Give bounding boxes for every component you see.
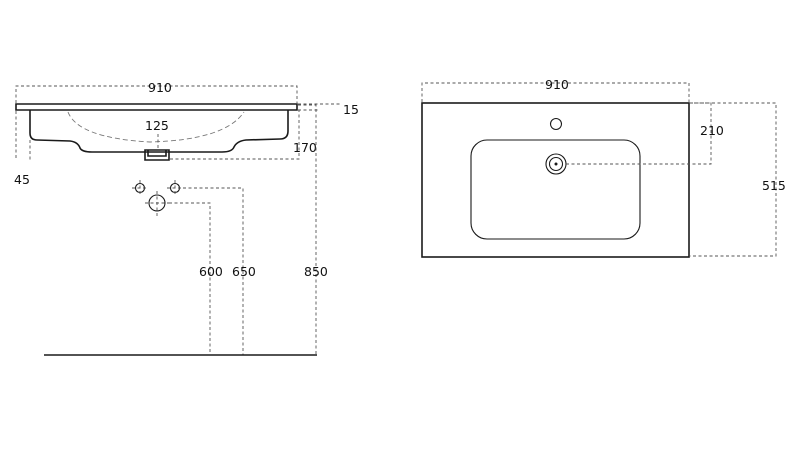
waste-height-dimension-line — [169, 202, 211, 355]
side-width-dimension-line — [15, 85, 298, 103]
waste-height-label: 600 — [199, 264, 223, 279]
basin-top-slab — [15, 103, 298, 111]
front-lip-dimension-line — [15, 111, 31, 160]
basin-top-outline — [421, 102, 690, 258]
supply-valve-right — [167, 180, 183, 196]
bowl-depth-label: 125 — [145, 118, 169, 133]
side-view: 910 15 125 170 45 — [14, 80, 359, 356]
inner-bowl-line — [67, 111, 245, 143]
top-depth-dimension-line — [690, 102, 777, 257]
supply-height-dimension-line — [183, 187, 244, 355]
top-depth-label: 515 — [762, 178, 786, 193]
waste-outlet — [145, 191, 169, 218]
body-depth-label: 170 — [293, 140, 317, 155]
bowl-outline — [470, 139, 641, 240]
supply-height-label: 650 — [232, 264, 256, 279]
tap-offset-dimension-line — [566, 102, 712, 165]
tap-hole — [549, 117, 563, 131]
total-height-label: 850 — [304, 264, 328, 279]
tap-offset-label: 210 — [700, 123, 724, 138]
drain-outlet — [144, 149, 170, 161]
basin-body-outline — [29, 110, 289, 153]
total-height-dimension-line — [298, 104, 317, 355]
body-depth-dimension-line — [170, 110, 300, 160]
rim-label: 15 — [343, 102, 359, 117]
top-view: 910 210 515 — [421, 77, 786, 258]
rim-dimension-line — [298, 103, 340, 111]
side-width-label: 910 — [148, 80, 172, 95]
front-lip-label: 45 — [14, 172, 30, 187]
drain-icon — [545, 153, 567, 175]
top-width-label: 910 — [545, 77, 569, 92]
supply-valve-left — [132, 180, 148, 196]
